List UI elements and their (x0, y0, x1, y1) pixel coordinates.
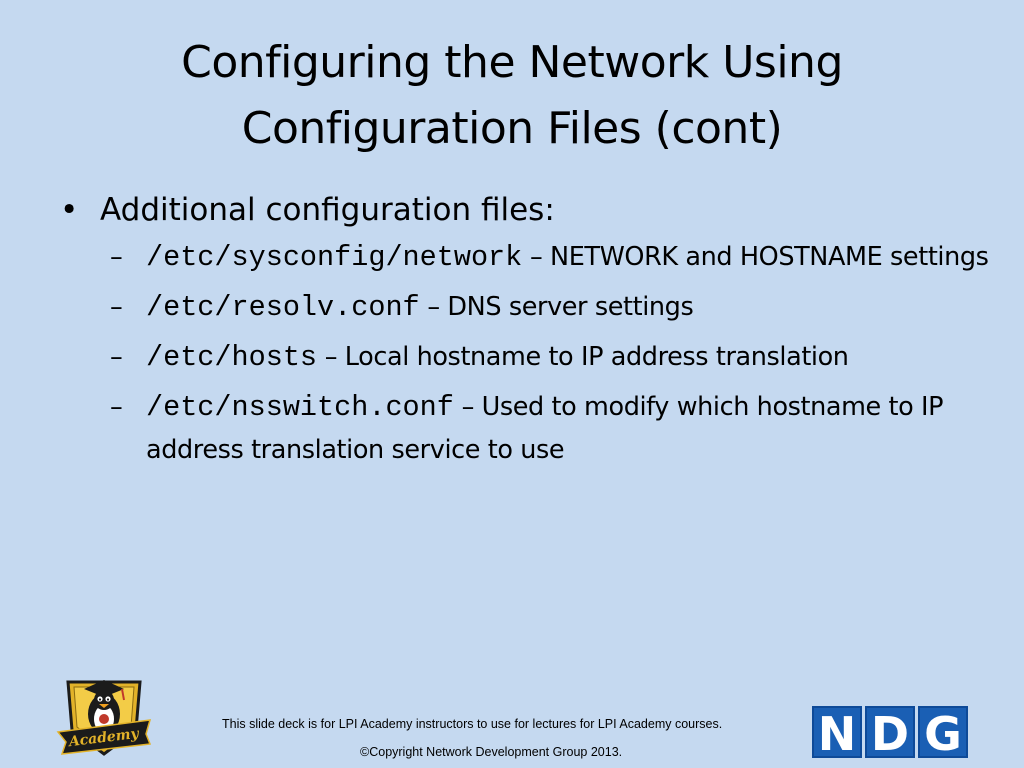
lpi-academy-logo-icon: Academy (56, 680, 152, 756)
sub-bullet-item: – /etc/nsswitch.conf – Used to modify wh… (110, 386, 990, 471)
dash-symbol: – (110, 342, 123, 372)
sub-bullet-body: /etc/sysconfig/network – NETWORK and HOS… (146, 236, 990, 279)
sub-bullet-item: – /etc/sysconfig/network – NETWORK and H… (110, 236, 990, 279)
sub-bullet-body: /etc/resolv.conf – DNS server settings (146, 286, 990, 329)
title-line-1: Configuring the Network Using (181, 37, 843, 88)
file-path: /etc/sysconfig/network (146, 241, 523, 274)
file-description: – DNS server settings (419, 292, 694, 322)
dash-symbol: – (110, 392, 123, 422)
file-description: – NETWORK and HOSTNAME settings (522, 242, 989, 272)
bullet-text: Additional configuration files: (100, 192, 555, 228)
sub-bullet-list: – /etc/sysconfig/network – NETWORK and H… (60, 236, 990, 471)
bullet-area: • Additional configuration files: – /etc… (60, 188, 990, 478)
footer-copyright: ©Copyright Network Development Group 201… (360, 745, 623, 759)
bullet-symbol: • (60, 192, 79, 228)
file-path: /etc/nsswitch.conf (146, 391, 454, 424)
slide-title: Configuring the Network Using Configurat… (0, 30, 1024, 162)
title-line-2: Configuration Files (cont) (241, 103, 783, 154)
dash-symbol: – (110, 292, 123, 322)
footer-note: This slide deck is for LPI Academy instr… (222, 717, 723, 731)
file-description: – Local hostname to IP address translati… (317, 342, 849, 372)
ndg-logo-icon: N D G (812, 706, 968, 760)
sub-bullet-item: – /etc/resolv.conf – DNS server settings (110, 286, 990, 329)
file-description: – Used to modify which hostname to IP ad… (146, 392, 944, 465)
bullet-item: • Additional configuration files: (60, 188, 990, 232)
dash-symbol: – (110, 242, 123, 272)
ndg-logo-letter: N (812, 706, 862, 760)
ndg-logo-letter: G (918, 706, 968, 760)
sub-bullet-body: /etc/hosts – Local hostname to IP addres… (146, 336, 990, 379)
sub-bullet-body: /etc/nsswitch.conf – Used to modify whic… (146, 386, 990, 471)
file-path: /etc/hosts (146, 341, 318, 374)
sub-bullet-item: – /etc/hosts – Local hostname to IP addr… (110, 336, 990, 379)
ndg-logo-letter: D (865, 706, 915, 760)
file-path: /etc/resolv.conf (146, 291, 420, 324)
